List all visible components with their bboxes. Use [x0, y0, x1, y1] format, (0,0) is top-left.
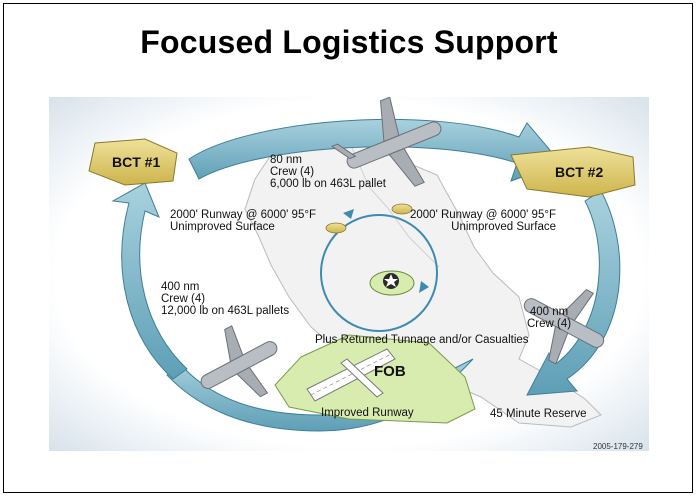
aircraft-icon-top	[330, 97, 442, 187]
diagram-panel: BCT #1 BCT #2 80 nm Crew (4) 6,000 lb on…	[49, 97, 649, 451]
improved-runway-label: Improved Runway	[321, 407, 414, 419]
runway-left-spec: 2000' Runway @ 6000' 95°F	[170, 209, 316, 221]
aircraft-icon-left	[200, 325, 278, 398]
runway-left-surface: Unimproved Surface	[170, 221, 275, 233]
fob-area	[274, 334, 476, 424]
runway-centerline	[310, 353, 392, 396]
route-left-crew: Crew (4)	[161, 293, 206, 305]
document-code: 2005-179-279	[593, 442, 643, 451]
circuit-arrowhead-right	[419, 281, 429, 293]
runway-right-spec: 2000' Runway @ 6000' 95°F	[410, 209, 556, 221]
runway-right-surface: Unimproved Surface	[451, 221, 556, 233]
slide-title: Focused Logistics Support	[140, 24, 558, 60]
route-top-distance: 80 nm	[270, 154, 302, 166]
mini-site-right	[391, 203, 413, 215]
route-right-distance: 400 nm	[529, 306, 569, 318]
map-border	[348, 140, 440, 268]
returned-note: Plus Returned Tunnage and/or Casualties	[315, 334, 529, 346]
star-icon	[384, 274, 398, 287]
route-right-crew: Crew (4)	[527, 318, 572, 330]
mini-site-left	[325, 222, 347, 234]
route-left-distance: 400 nm	[161, 281, 200, 293]
bct1-label: BCT #1	[112, 154, 161, 170]
map-shape	[244, 136, 602, 428]
circuit-arrowhead-top	[343, 209, 354, 219]
circuit-ring	[320, 214, 438, 332]
runway-left-info: 2000' Runway @ 6000' 95°F Unimproved Sur…	[170, 209, 316, 233]
diagram-graphic	[49, 97, 649, 451]
route-top-info: 80 nm Crew (4) 6,000 lb on 463L pallet	[270, 154, 386, 190]
aircraft-icon-right	[523, 288, 605, 365]
reserve-note: 45 Minute Reserve	[490, 408, 587, 420]
route-top-crew: Crew (4)	[270, 166, 315, 178]
fob-label: FOB	[374, 363, 406, 380]
route-right-info: 400 nm Crew (4)	[527, 306, 571, 330]
slide-frame	[3, 3, 693, 493]
runway-icon	[306, 348, 396, 402]
bct2-label: BCT #2	[555, 164, 604, 180]
bct2-badge	[510, 146, 636, 198]
route-left-payload: 12,000 lb on 463L pallets	[161, 305, 290, 317]
runway-right-info: 2000' Runway @ 6000' 95°F Unimproved Sur…	[410, 209, 556, 233]
route-left-info: 400 nm Crew (4) 12,000 lb on 463L pallet…	[161, 281, 289, 317]
route-top-payload: 6,000 lb on 463L pallet	[270, 178, 386, 190]
taxiway-icon	[340, 358, 384, 398]
bct1-badge	[88, 138, 178, 186]
